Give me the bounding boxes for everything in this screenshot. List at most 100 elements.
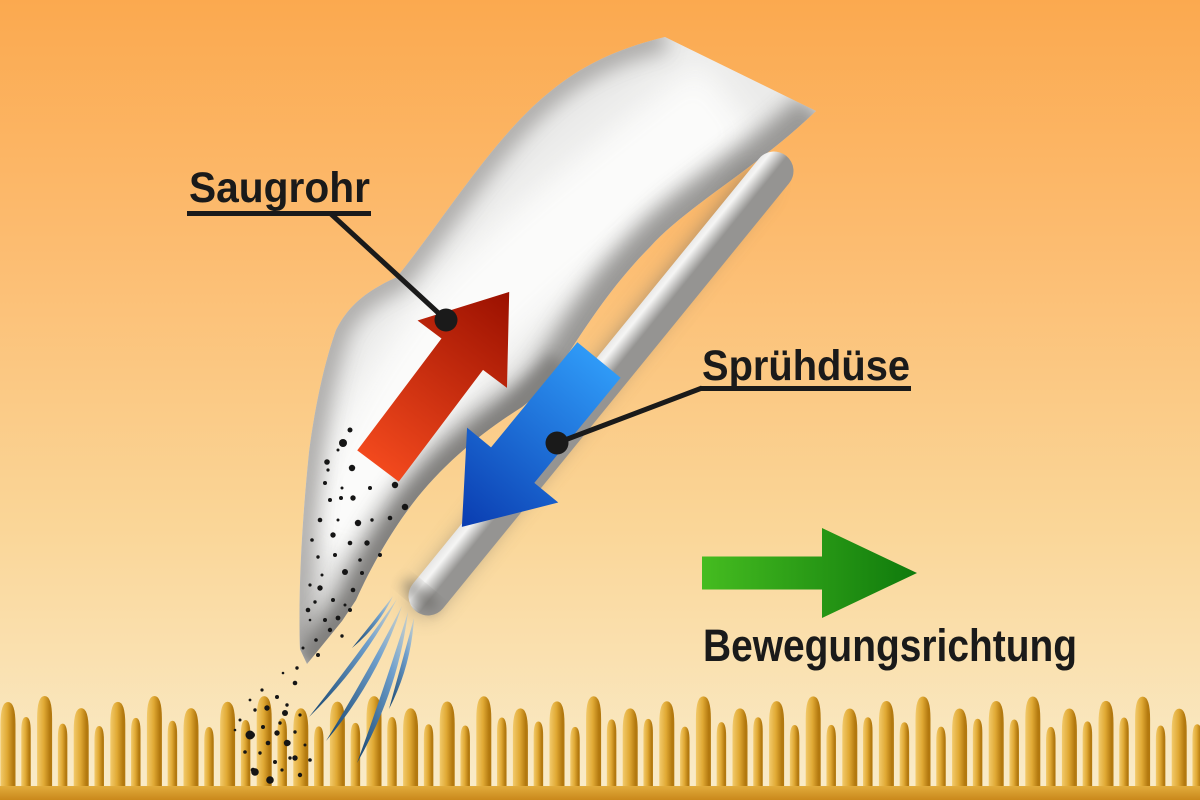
dirt-dot — [308, 583, 312, 587]
dirt-dot — [305, 607, 311, 613]
dirt-dot — [293, 730, 297, 734]
leader-dot-spray — [545, 431, 569, 455]
carpet-fiber-short — [533, 721, 544, 798]
carpet-fiber-short — [497, 717, 507, 798]
carpet-fiber-short — [423, 724, 434, 798]
carpet-fiber-tall — [1135, 696, 1151, 798]
carpet-fiber-tall — [878, 701, 894, 798]
spray-arrow — [461, 342, 621, 527]
dirt-dot — [343, 603, 347, 607]
carpet-fiber-tall — [952, 708, 968, 798]
dirt-dot — [308, 618, 312, 622]
dirt-dot — [340, 486, 344, 490]
carpet-fiber-short — [240, 720, 251, 798]
carpet-fiber-short — [753, 717, 763, 798]
dirt-dot — [360, 571, 364, 575]
carpet-fiber-tall — [769, 701, 785, 798]
dirt-dot — [347, 540, 353, 546]
leader-line-suction — [329, 212, 448, 322]
dirt-dot — [368, 486, 372, 490]
carpet-fiber-short — [1082, 721, 1093, 798]
carpet-base — [0, 786, 1200, 800]
carpet-fiber-tall — [732, 708, 748, 798]
dirt-dot — [288, 756, 292, 760]
dirt-dot — [233, 728, 237, 732]
dirt-dot — [281, 671, 285, 675]
suction-arrow — [357, 291, 510, 482]
dirt-dot — [292, 755, 298, 761]
carpet-fiber-tall — [220, 701, 236, 798]
carpet-fiber-short — [899, 722, 910, 798]
carpet-fiber-short — [1009, 719, 1019, 798]
carpet-fiber-short — [387, 717, 397, 798]
label-bewegungsrichtung: Bewegungsrichtung — [703, 620, 1077, 671]
dirt-dot — [278, 721, 282, 725]
dirt-dot — [354, 519, 362, 527]
carpet-fiber-short — [789, 724, 800, 798]
dirt-dot — [326, 468, 330, 472]
tube-outer-shading — [299, 37, 669, 650]
carpet-fiber-short — [57, 723, 68, 798]
spray-label-group: Sprühdüse — [545, 342, 911, 455]
dirt-dot — [280, 768, 284, 772]
dirt-dot — [292, 680, 298, 686]
carpet-fiber-tall — [695, 696, 711, 798]
dirt-dot — [331, 598, 335, 602]
dirt-dot — [308, 758, 312, 762]
dirt-dot — [275, 695, 279, 699]
carpet-fiber-tall — [1171, 708, 1187, 798]
dirt-dot — [370, 518, 374, 522]
carpet-fiber-tall — [476, 696, 492, 798]
carpet-fiber-tall — [73, 708, 89, 798]
movement-arrow — [702, 528, 917, 618]
dirt-dot — [350, 587, 356, 593]
dirt-dot — [316, 653, 320, 657]
spray-tube-tip-shade — [402, 579, 438, 611]
dirt-dot — [273, 760, 277, 764]
dirt-dot — [283, 739, 291, 747]
carpet-fiber-tall — [293, 708, 309, 798]
carpet-fiber-short — [863, 717, 873, 798]
leader-line-spray — [556, 385, 703, 446]
carpet-fiber-tall — [586, 696, 602, 798]
dirt-dot — [342, 569, 348, 575]
carpet-fiber-tall — [403, 708, 419, 798]
dirt-dot — [358, 558, 362, 562]
carpet-fiber-short — [1046, 726, 1056, 798]
carpet-fiber-short — [570, 726, 580, 798]
carpet — [0, 695, 1200, 798]
carpet-fiber-short — [1119, 717, 1129, 798]
dirt-dot — [401, 503, 409, 511]
dirt-dot — [264, 705, 270, 711]
label-spruehduese: Sprühdüse — [702, 342, 910, 390]
dirt-dot — [282, 710, 288, 716]
label-underline-suction — [187, 211, 371, 216]
dirt-dot — [313, 600, 317, 604]
dirt-dot — [314, 638, 318, 642]
dirt-dot — [340, 634, 344, 638]
movement-group: Bewegungsrichtung — [702, 528, 1077, 671]
dirt-dot — [348, 608, 352, 612]
dirt-dot — [317, 517, 323, 523]
dirt-dot — [387, 515, 393, 521]
dirt-dot — [245, 730, 255, 740]
label-underline-spray — [700, 386, 911, 391]
spray-streak — [389, 618, 414, 709]
dirt-dot — [339, 496, 343, 500]
carpet-fiber-short — [167, 720, 178, 798]
carpet-fiber-short — [350, 722, 361, 798]
dirt-dot — [320, 573, 324, 577]
dirt-dot — [350, 495, 356, 501]
carpet-fiber-short — [21, 717, 31, 798]
dirt-dot — [336, 448, 340, 452]
carpet-fiber-tall — [1025, 696, 1041, 798]
dirt-dot — [274, 730, 280, 736]
dirt-dot — [266, 776, 274, 784]
dirt-dot — [328, 498, 332, 502]
dirt-dot — [297, 772, 303, 778]
carpet-fiber-short — [314, 726, 324, 798]
dirt-dot — [248, 698, 252, 702]
carpet-fiber-tall — [1098, 700, 1114, 798]
